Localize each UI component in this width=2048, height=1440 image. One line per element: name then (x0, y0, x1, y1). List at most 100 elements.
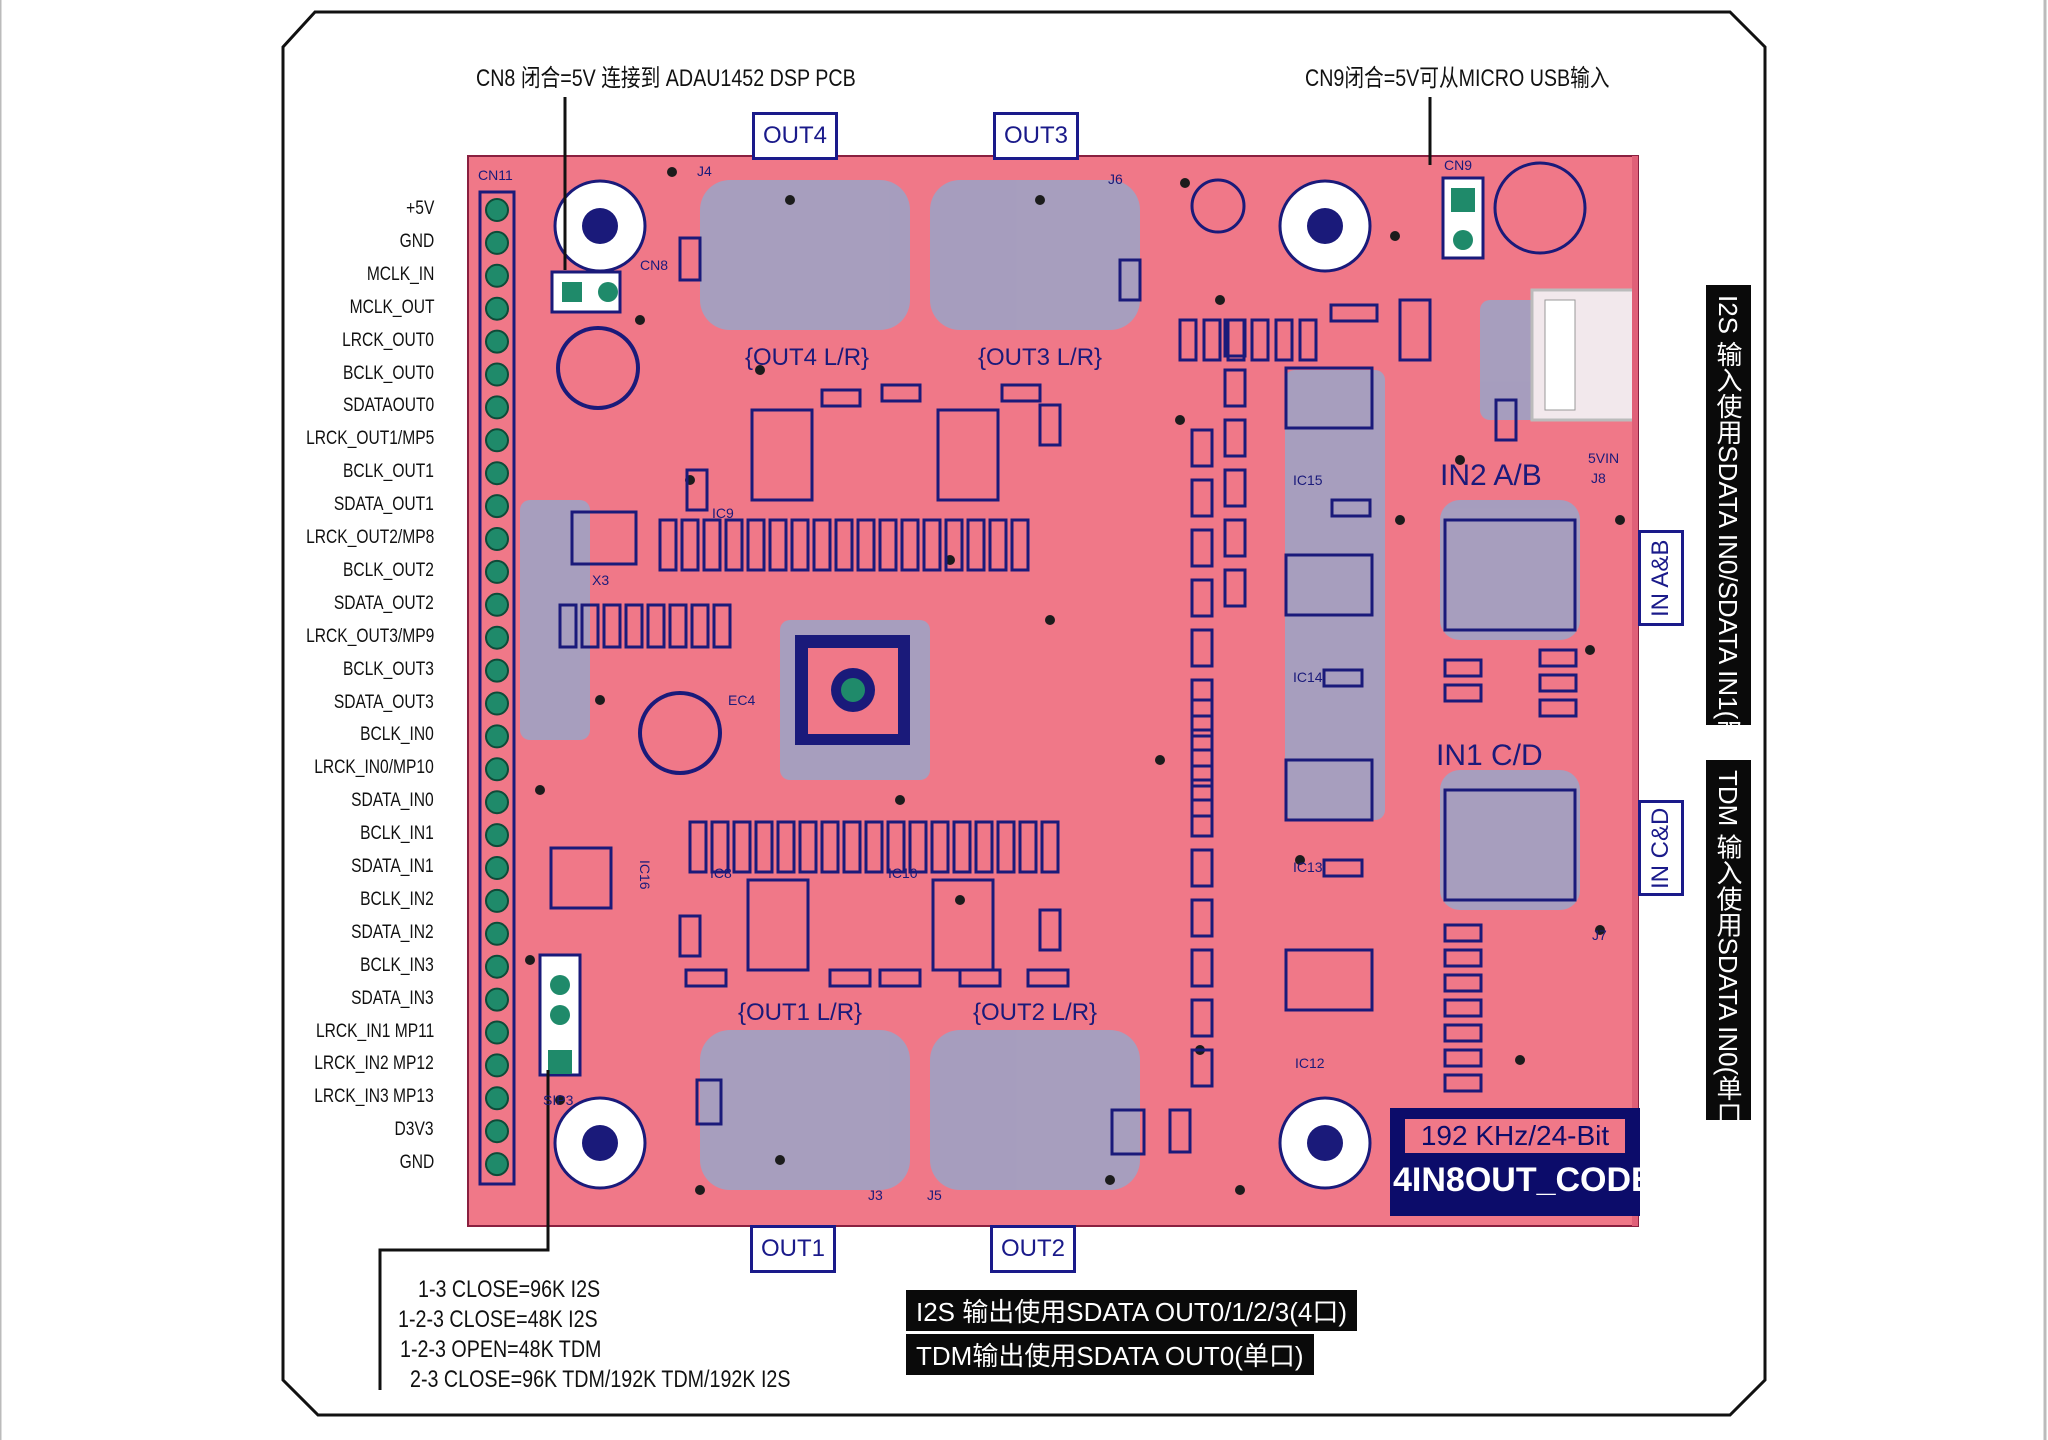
board-outline (281, 10, 1767, 1417)
passive-component (1538, 698, 1578, 718)
passive-component (1168, 1108, 1192, 1154)
header-pad (485, 1086, 509, 1111)
label-j3: J3 (868, 1187, 883, 1203)
passive-component (1494, 398, 1518, 442)
passive-component (1190, 628, 1214, 668)
passive-component (1330, 498, 1372, 518)
passive-component (908, 820, 928, 874)
header-pin-label: LRCK_OUT0 (342, 329, 434, 351)
passive-component (952, 820, 972, 874)
header-pad (485, 559, 509, 584)
passive-component (1443, 1048, 1483, 1068)
passive-component (746, 518, 766, 572)
passive-component (646, 603, 666, 649)
passive-component (1038, 403, 1062, 447)
mounting-hole-bl (553, 1096, 647, 1190)
header-pin-label: SDATA_IN1 (351, 856, 434, 877)
header-pin-label: SDATA_IN3 (351, 987, 434, 1009)
passive-component (966, 518, 986, 572)
header-pad (485, 461, 509, 486)
header-pin-label: LRCK_OUT1/MP5 (305, 428, 434, 450)
label-ec4: EC4 (728, 692, 755, 708)
header-pin-label: LRCK_IN3 MP13 (314, 1086, 434, 1108)
header-pad (485, 954, 509, 979)
passive-component (828, 968, 872, 988)
label-j5: J5 (927, 1187, 942, 1203)
passive-component (812, 518, 832, 572)
passive-component (695, 1078, 723, 1126)
label-out4-lr: {OUT4 L/R} (745, 344, 869, 371)
passive-component (1538, 648, 1578, 668)
passive-component (1190, 698, 1214, 738)
header-pin-label: SDATA_OUT1 (334, 494, 434, 516)
passive-component (1223, 518, 1247, 558)
passive-component (1223, 418, 1247, 458)
i2s-input-note: I2S 输入使用SDATA IN0/SDATA IN1(双口) (1706, 285, 1751, 780)
header-pin-label: SDATA_OUT3 (334, 691, 434, 713)
passive-component (1026, 968, 1070, 988)
connector-out3: OUT3 (993, 112, 1079, 160)
passive-component (1010, 518, 1030, 572)
header-pin-label: GND (399, 230, 434, 252)
passive-component (1538, 673, 1578, 693)
passive-component (878, 968, 922, 988)
header-pad (485, 329, 509, 354)
passive-component (710, 820, 730, 874)
header-pin-label: SDATA_IN2 (351, 921, 434, 943)
header-pad (485, 1119, 509, 1144)
label-j6: J6 (1108, 171, 1123, 187)
label-5vin: 5VIN (1588, 450, 1619, 466)
passive-component (688, 820, 708, 874)
tdm-input-note: TDM 输入使用SDATA IN0(单口) (1706, 760, 1751, 1136)
label-j8: J8 (1591, 470, 1606, 486)
cn8-note: CN8 闭合=5V 连接到 ADAU1452 DSP PCB (476, 65, 856, 92)
passive-component (712, 603, 732, 649)
label-ic16: IC16 (637, 860, 653, 890)
label-j4: J4 (697, 163, 712, 179)
header-pin-label: BCLK_OUT3 (343, 658, 434, 680)
passive-component (790, 518, 810, 572)
label-ic9: IC9 (712, 505, 734, 521)
passive-component (1190, 528, 1214, 568)
passive-component (880, 383, 922, 403)
header-pad (485, 757, 509, 782)
rate-badge: 192 KHz/24-Bit 4IN8OUT_CODEC (1390, 1108, 1678, 1216)
passive-component (1223, 318, 1247, 358)
passive-component (996, 820, 1016, 874)
header-pin-label: MCLK_OUT (349, 296, 434, 318)
passive-component (1190, 428, 1214, 468)
passive-component (678, 914, 702, 958)
passive-component (1322, 668, 1364, 688)
header-pad (485, 625, 509, 650)
header-pin-label: D3V3 (395, 1119, 434, 1141)
passive-component (988, 518, 1008, 572)
label-sip3: SIP3 (543, 1092, 574, 1108)
passive-component (820, 820, 840, 874)
header-pad (485, 823, 509, 848)
label-ic13: IC13 (1293, 859, 1323, 875)
passive-component (1040, 820, 1060, 874)
passive-component (1190, 848, 1214, 888)
mounting-hole-tl (553, 179, 647, 273)
label-in2ab: IN2 A/B (1440, 459, 1542, 492)
passive-component (1223, 368, 1247, 408)
header-pin-label: SDATAOUT0 (342, 395, 434, 417)
connector-out4: OUT4 (752, 112, 838, 160)
passive-component (768, 518, 788, 572)
passive-component (1322, 858, 1364, 878)
header-pin-label: BCLK_OUT1 (343, 461, 434, 483)
passive-component (754, 820, 774, 874)
sip-note-3: 1-2-3 OPEN=48K TDM (400, 1336, 602, 1363)
header-pad (485, 1152, 509, 1177)
passive-component (1038, 908, 1062, 952)
connector-out2: OUT2 (990, 1225, 1076, 1273)
header-pad (485, 494, 509, 519)
header-pin-label: LRCK_IN0/MP10 (314, 757, 434, 779)
passive-component (1443, 1073, 1483, 1093)
cn9-note: CN9闭合=5V可从MICRO USB输入 (1305, 65, 1610, 92)
passive-component (1190, 778, 1214, 818)
passive-component (1000, 383, 1042, 403)
passive-component (685, 468, 709, 512)
passive-component (1190, 748, 1214, 788)
